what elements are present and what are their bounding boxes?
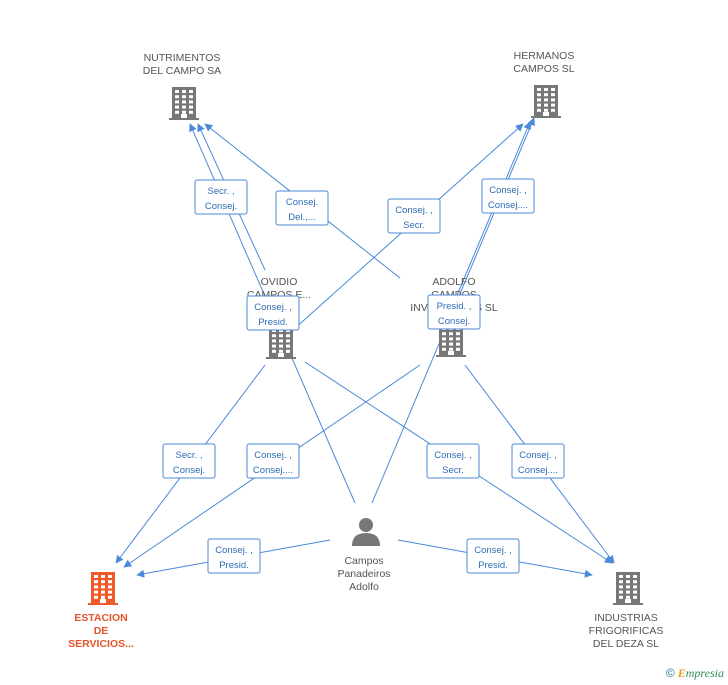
- building-icon[interactable]: [169, 87, 199, 120]
- edge-label-text: Consej.: [438, 316, 470, 327]
- edge-label-text: Presid.: [258, 317, 288, 328]
- building-icon[interactable]: [531, 85, 561, 118]
- copyright-symbol: ©: [665, 666, 675, 680]
- edge-label-text: Consej. ,: [519, 450, 557, 461]
- node-label-person[interactable]: Adolfo: [349, 581, 379, 593]
- building-icon[interactable]: [266, 326, 296, 359]
- node-label-person[interactable]: Campos: [344, 555, 383, 567]
- edge-label[interactable]: Consej. , Secr.: [387, 198, 441, 234]
- edge-label-text: Presid.: [219, 560, 249, 571]
- edge-label[interactable]: Secr. , Consej.: [194, 179, 248, 215]
- edge-labels-layer: Secr. , Consej. Consej. Del.,... Consej. , Se…: [162, 178, 565, 574]
- edge-label[interactable]: Consej. , Consej....: [511, 443, 565, 479]
- edge-label-text: Secr. ,: [208, 186, 235, 197]
- edge-label[interactable]: Consej. , Presid.: [207, 538, 261, 574]
- edge-label[interactable]: Presid. , Consej.: [427, 294, 481, 330]
- person-icon[interactable]: [352, 518, 380, 546]
- building-icon[interactable]: [613, 572, 643, 605]
- edge-label[interactable]: Consej. Del.,...: [275, 190, 329, 226]
- brand-initial: E: [677, 666, 686, 680]
- node-label-nutrimentos[interactable]: NUTRIMENTOS: [144, 52, 221, 64]
- node-label-industrias[interactable]: INDUSTRIAS: [594, 612, 658, 624]
- edge-label[interactable]: Consej. , Presid.: [246, 295, 300, 331]
- edge-label-text: Presid.: [478, 560, 508, 571]
- edge-label-text: Consej. ,: [489, 185, 527, 196]
- node-label-person[interactable]: Panadeiros: [337, 568, 390, 580]
- edge-label-text: Consej. ,: [254, 450, 292, 461]
- edge-label-text: Secr.: [403, 220, 425, 231]
- edge-label-text: Consej.: [286, 197, 318, 208]
- node-label-ovidio[interactable]: OVIDIO: [261, 276, 298, 288]
- node-label-hermanos[interactable]: CAMPOS SL: [513, 63, 574, 75]
- building-icon[interactable]: [88, 572, 118, 605]
- node-label-industrias[interactable]: FRIGORIFICAS: [589, 625, 664, 637]
- edge-label-text: Secr. ,: [176, 450, 203, 461]
- edge-label-text: Consej. ,: [474, 545, 512, 556]
- edge-label-text: Consej....: [253, 465, 293, 476]
- node-label-hermanos[interactable]: HERMANOS: [514, 50, 575, 62]
- node-label-estacion[interactable]: DE: [94, 625, 109, 637]
- edge-label-text: Consej. ,: [395, 205, 433, 216]
- edge-label-text: Consej.: [205, 201, 237, 212]
- node-label-industrias[interactable]: DEL DEZA SL: [593, 638, 659, 650]
- edge-label-text: Consej.: [173, 465, 205, 476]
- edge-label-text: Consej....: [518, 465, 558, 476]
- edge-label-text: Consej. ,: [215, 545, 253, 556]
- edge-label-text: Consej. ,: [254, 302, 292, 313]
- node-label-estacion[interactable]: SERVICIOS...: [68, 638, 134, 650]
- brand-name: mpresia: [685, 666, 724, 680]
- node-label-adolfo_inv[interactable]: ADOLFO: [432, 276, 475, 288]
- edge-label-text: Del.,...: [288, 212, 315, 223]
- edge-label[interactable]: Consej. , Consej....: [481, 178, 535, 214]
- edge-label-text: Consej. ,: [434, 450, 472, 461]
- edge-label[interactable]: Consej. , Consej....: [246, 443, 300, 479]
- empresia-logo: ©Empresia: [666, 666, 724, 681]
- edge-label-text: Secr.: [442, 465, 464, 476]
- node-label-nutrimentos[interactable]: DEL CAMPO SA: [143, 65, 221, 77]
- edge-label[interactable]: Consej. , Presid.: [466, 538, 520, 574]
- edges-layer: [115, 117, 615, 578]
- edge-label-text: Consej....: [488, 200, 528, 211]
- node-label-estacion[interactable]: ESTACION: [74, 612, 127, 624]
- edge-label[interactable]: Consej. , Secr.: [426, 443, 480, 479]
- edge-label-text: Presid. ,: [437, 301, 472, 312]
- edge-label[interactable]: Secr. , Consej.: [162, 443, 216, 479]
